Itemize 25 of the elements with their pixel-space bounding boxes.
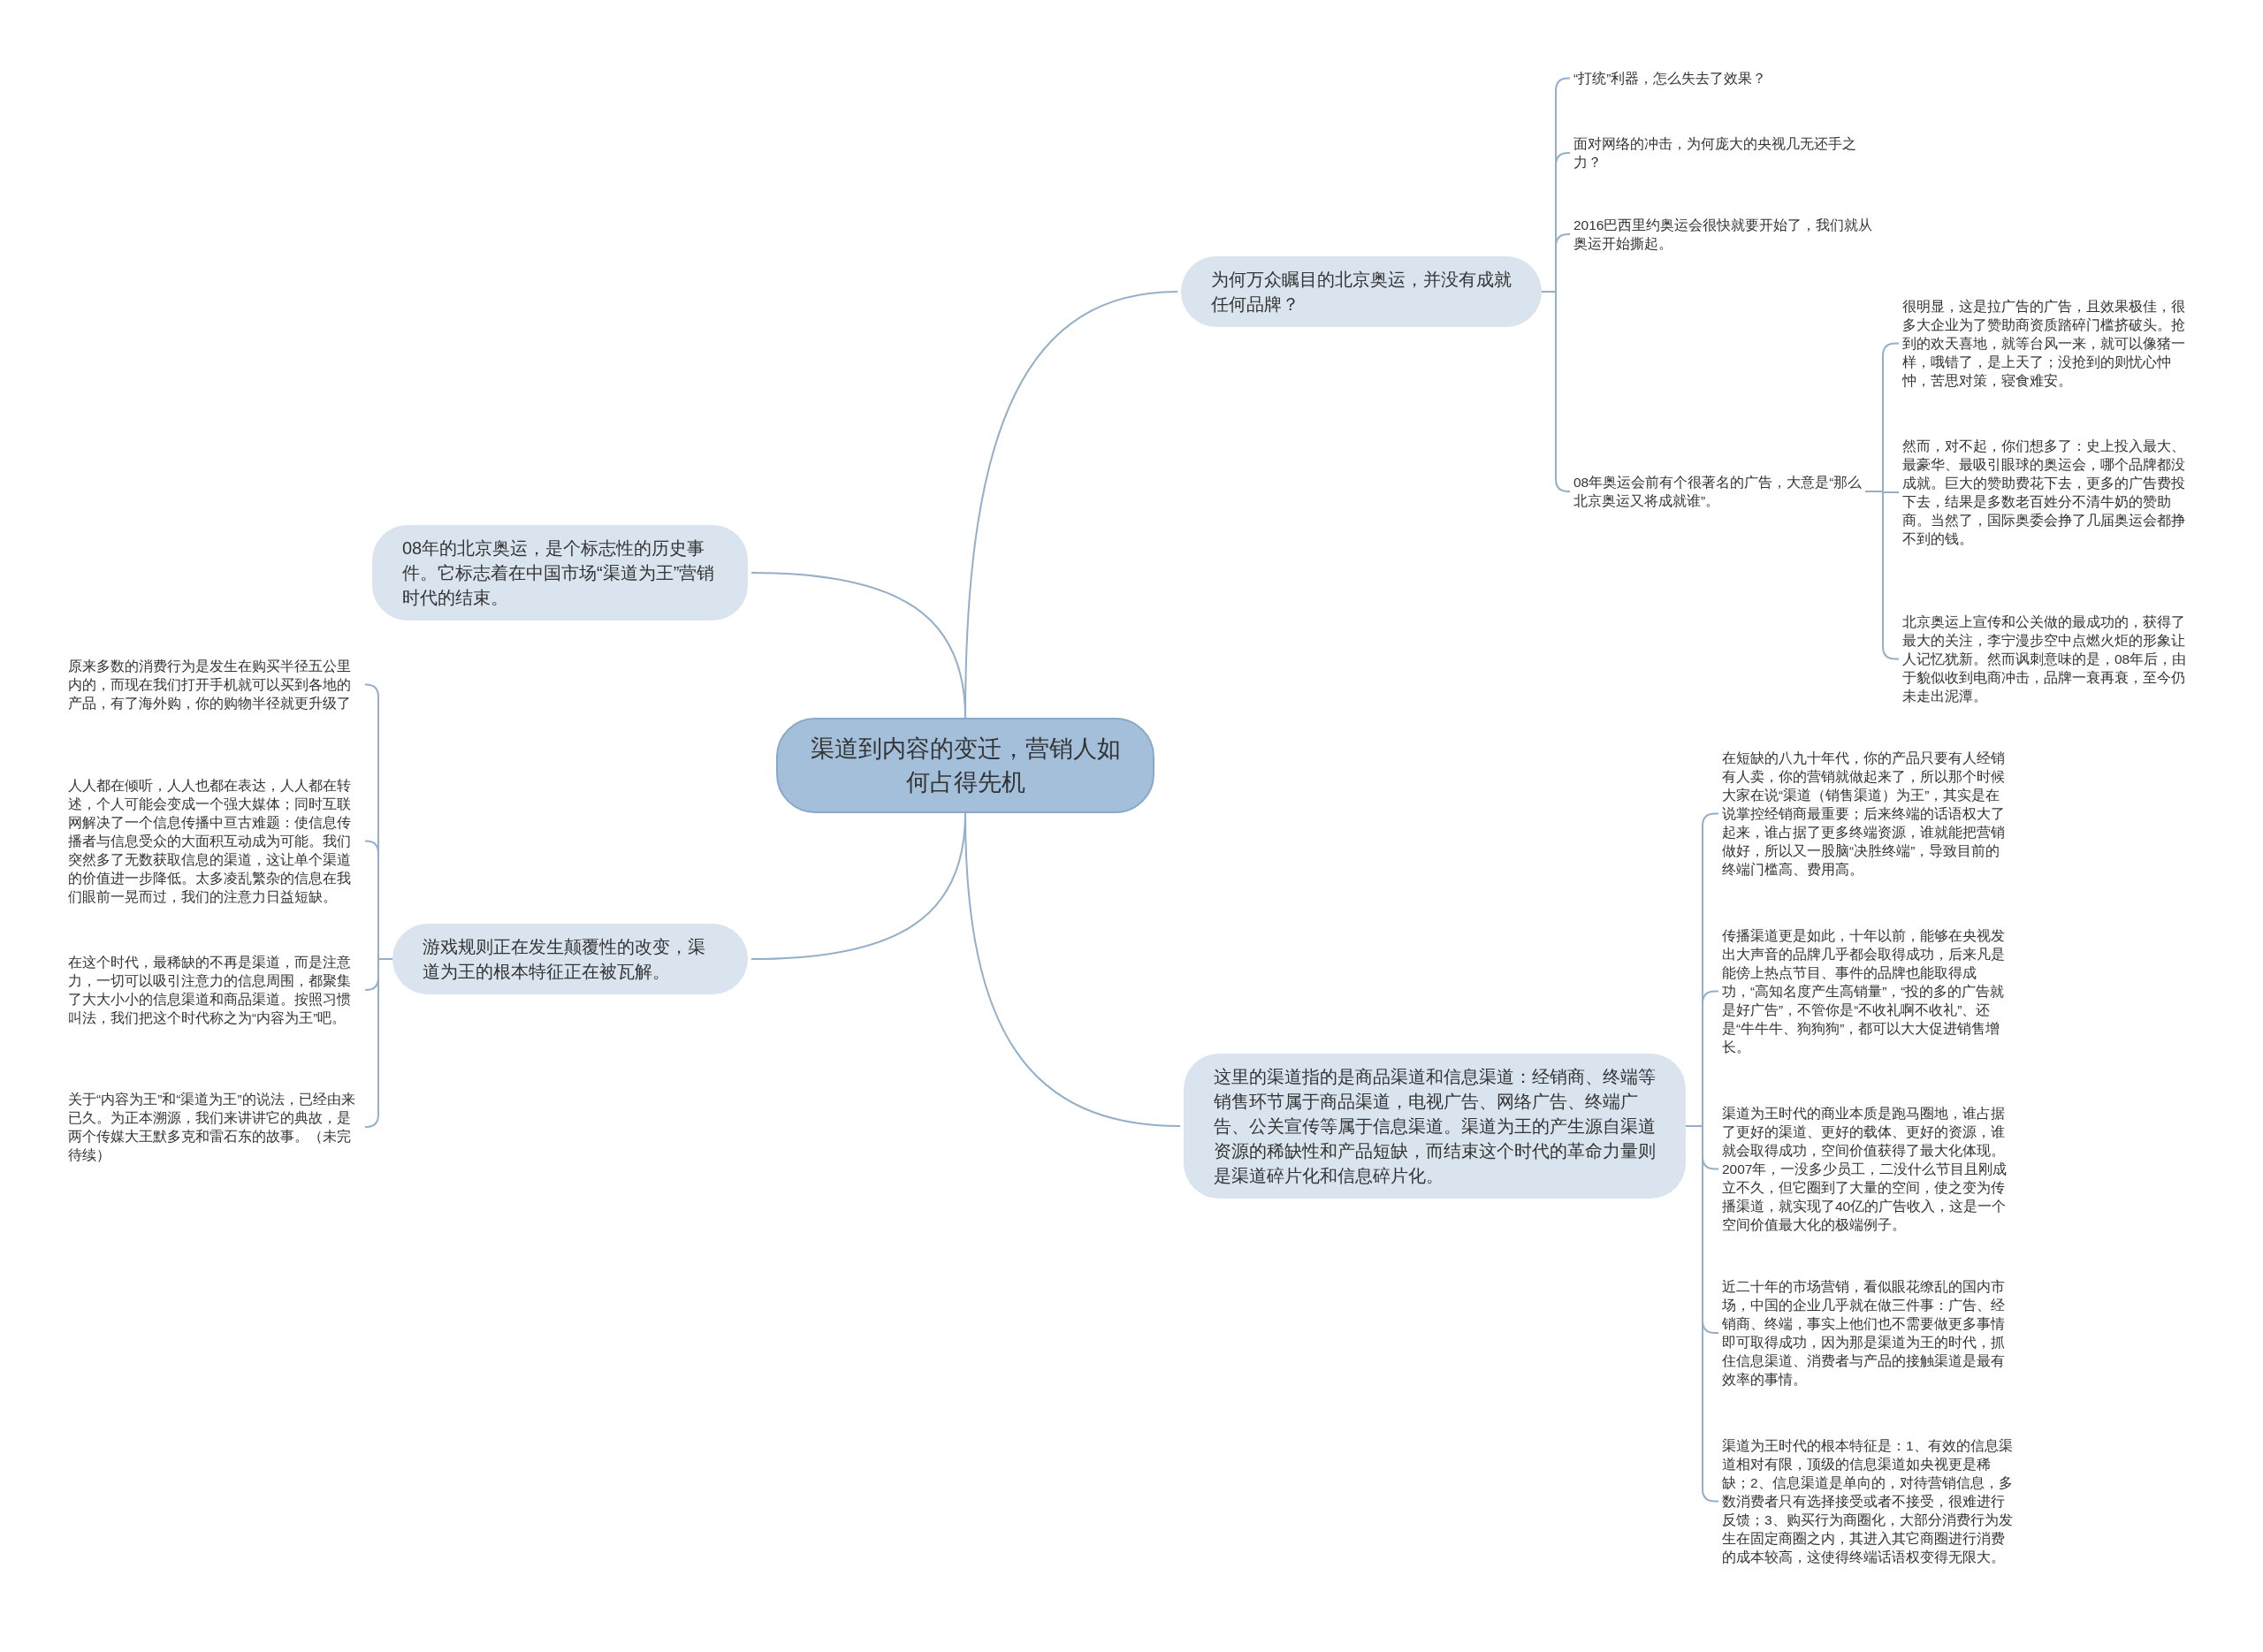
note-text: 08年奥运会前有个很著名的广告，大意是“那么北京奥运又将成就谁”。 <box>1573 473 1865 510</box>
note-text: 2016巴西里约奥运会很快就要开始了，我们就从奥运开始撕起。 <box>1573 216 1878 253</box>
connector-line <box>964 812 1181 1127</box>
topic-bubble: 为何万众瞩目的北京奥运，并没有成就任何品牌？ <box>1181 256 1542 327</box>
central-topic: 渠道到内容的变迁，营销人如何占得先机 <box>776 718 1154 813</box>
connector-line <box>1541 291 1571 492</box>
note-text: 渠道为王时代的商业本质是跑马圈地，谁占据了更好的渠道、更好的载体、更好的资源，谁就会取得成功，空间价值获得了最大化体现。2007年，一没多少员工，二没什么节目且刚成立不久，但它圈到了大量的空间，使之变为传播渠道，就实现了40亿的广告收入，这是一个空间价值最大化的极端例子。 <box>1722 1104 2014 1234</box>
note-text: 渠道为王时代的根本特征是：1、有效的信息渠道相对有限，顶级的信息渠道如央视更是稀缺；2、信息渠道是单向的，对待营销信息，多数消费者只有选择接受或者不接受，很难进行反馈；3、购买行为商圈化，大部分消费行为发生在固定商圈之内，其进入其它商圈进行消费的成本较高，这使得终端话语权变得无限大。 <box>1722 1436 2014 1566</box>
connector-line <box>751 572 966 719</box>
note-text: 人人都在倾听，人人也都在表达，人人都在转述，个人可能会变成一个强大媒体；同时互联网解决了一个信息传播中亘古难题：使信息传播者与信息受众的大面积互动成为可能。我们突然多了无数获取信息的渠道，这让单个渠道的价值进一步降低。太多凌乱繁杂的信息在我们眼前一晃而过，我们的注意力日益短缺。 <box>68 776 362 906</box>
note-text: 面对网络的冲击，为何庞大的央视几无还手之力？ <box>1573 134 1878 171</box>
note-text: 然而，对不起，你们想多了：史上投入最大、最豪华、最吸引眼球的奥运会，哪个品牌都没成就。巨大的赞助费花下去，更多的广告费投下去，结果是多数老百姓分不清牛奶的赞助商。当然了，国际奥委会挣了几届奥运会都挣不到的钱。 <box>1902 437 2198 548</box>
note-text: 原来多数的消费行为是发生在购买半径五公里内的，而现在我们打开手机就可以买到各地的产品，有了海外购，你的购物半径就更升级了 <box>68 657 362 712</box>
note-text: 在短缺的八九十年代，你的产品只要有人经销有人卖，你的营销就做起来了，所以那个时候大家在说“渠道（销售渠道）为王”，其实是在说掌控经销商最重要；后来终端的话语权大了起来，谁占据了更多终端资源，谁就能把营销做好，所以又一股脑“决胜终端”，导致目前的终端门槛高、费用高。 <box>1722 749 2014 879</box>
topic-bubble: 这里的渠道指的是商品渠道和信息渠道：经销商、终端等销售环节属于商品渠道，电视广告、网络广告、终端广告、公关宣传等属于信息渠道。渠道为王的产生源自渠道资源的稀缺性和产品短缺，而结束这个时代的革命力量则是渠道碎片化和信息碎片化。 <box>1184 1054 1686 1199</box>
note-text: 关于“内容为王”和“渠道为王”的说法，已经由来已久。为正本溯源，我们来讲讲它的典故，是两个传媒大王默多克和雷石东的故事。（未完待续） <box>68 1090 362 1164</box>
note-text: 近二十年的市场营销，看似眼花缭乱的国内市场，中国的企业几乎就在做三件事：广告、经销商、终端，事实上他们也不需要做更多事情即可取得成功，因为那是渠道为王的时代，抓住信息渠道、消费者与产品的接触渠道是最有效率的事情。 <box>1722 1277 2014 1389</box>
note-text: 传播渠道更是如此，十年以前，能够在央视发出大声音的品牌几乎都会取得成功，后来凡是能傍上热点节目、事件的品牌也能取得成功，“高知名度产生高销量”，“投的多的广告就是好广告”，不管你是“不收礼啊不收礼”、还是“牛牛牛、狗狗狗”，都可以大大促进销售增长。 <box>1722 926 2014 1056</box>
note-text: 很明显，这是拉广告的广告，且效果极佳，很多大企业为了赞助商资质踏碎门槛挤破头。抢到的欢天喜地，就等台风一来，就可以像猪一样，哦错了，是上天了；没抢到的则忧心忡忡，苦思对策，寝食难安。 <box>1902 297 2198 390</box>
note-text: 在这个时代，最稀缺的不再是渠道，而是注意力，一切可以吸引注意力的信息周围，都聚集了大大小小的信息渠道和商品渠道。按照习惯叫法，我们把这个时代称之为“内容为王”吧。 <box>68 953 362 1027</box>
connector-line <box>364 958 393 1128</box>
note-text: 北京奥运上宣传和公关做的最成功的，获得了最大的关注，李宁漫步空中点燃火炬的形象让人记忆犹新。然而讽刺意味的是，08年后，由于貌似收到电商冲击，品牌一衰再衰，至今仍未走出泥潭。 <box>1902 613 2198 705</box>
note-text: “打统”利器，怎么失去了效果？ <box>1573 69 1878 88</box>
topic-bubble: 08年的北京奥运，是个标志性的历史事件。它标志着在中国市场“渠道为王”营销时代的结束。 <box>372 525 748 620</box>
topic-bubble: 游戏规则正在发生颠覆性的改变，渠道为王的根本特征正在被瓦解。 <box>392 924 748 994</box>
